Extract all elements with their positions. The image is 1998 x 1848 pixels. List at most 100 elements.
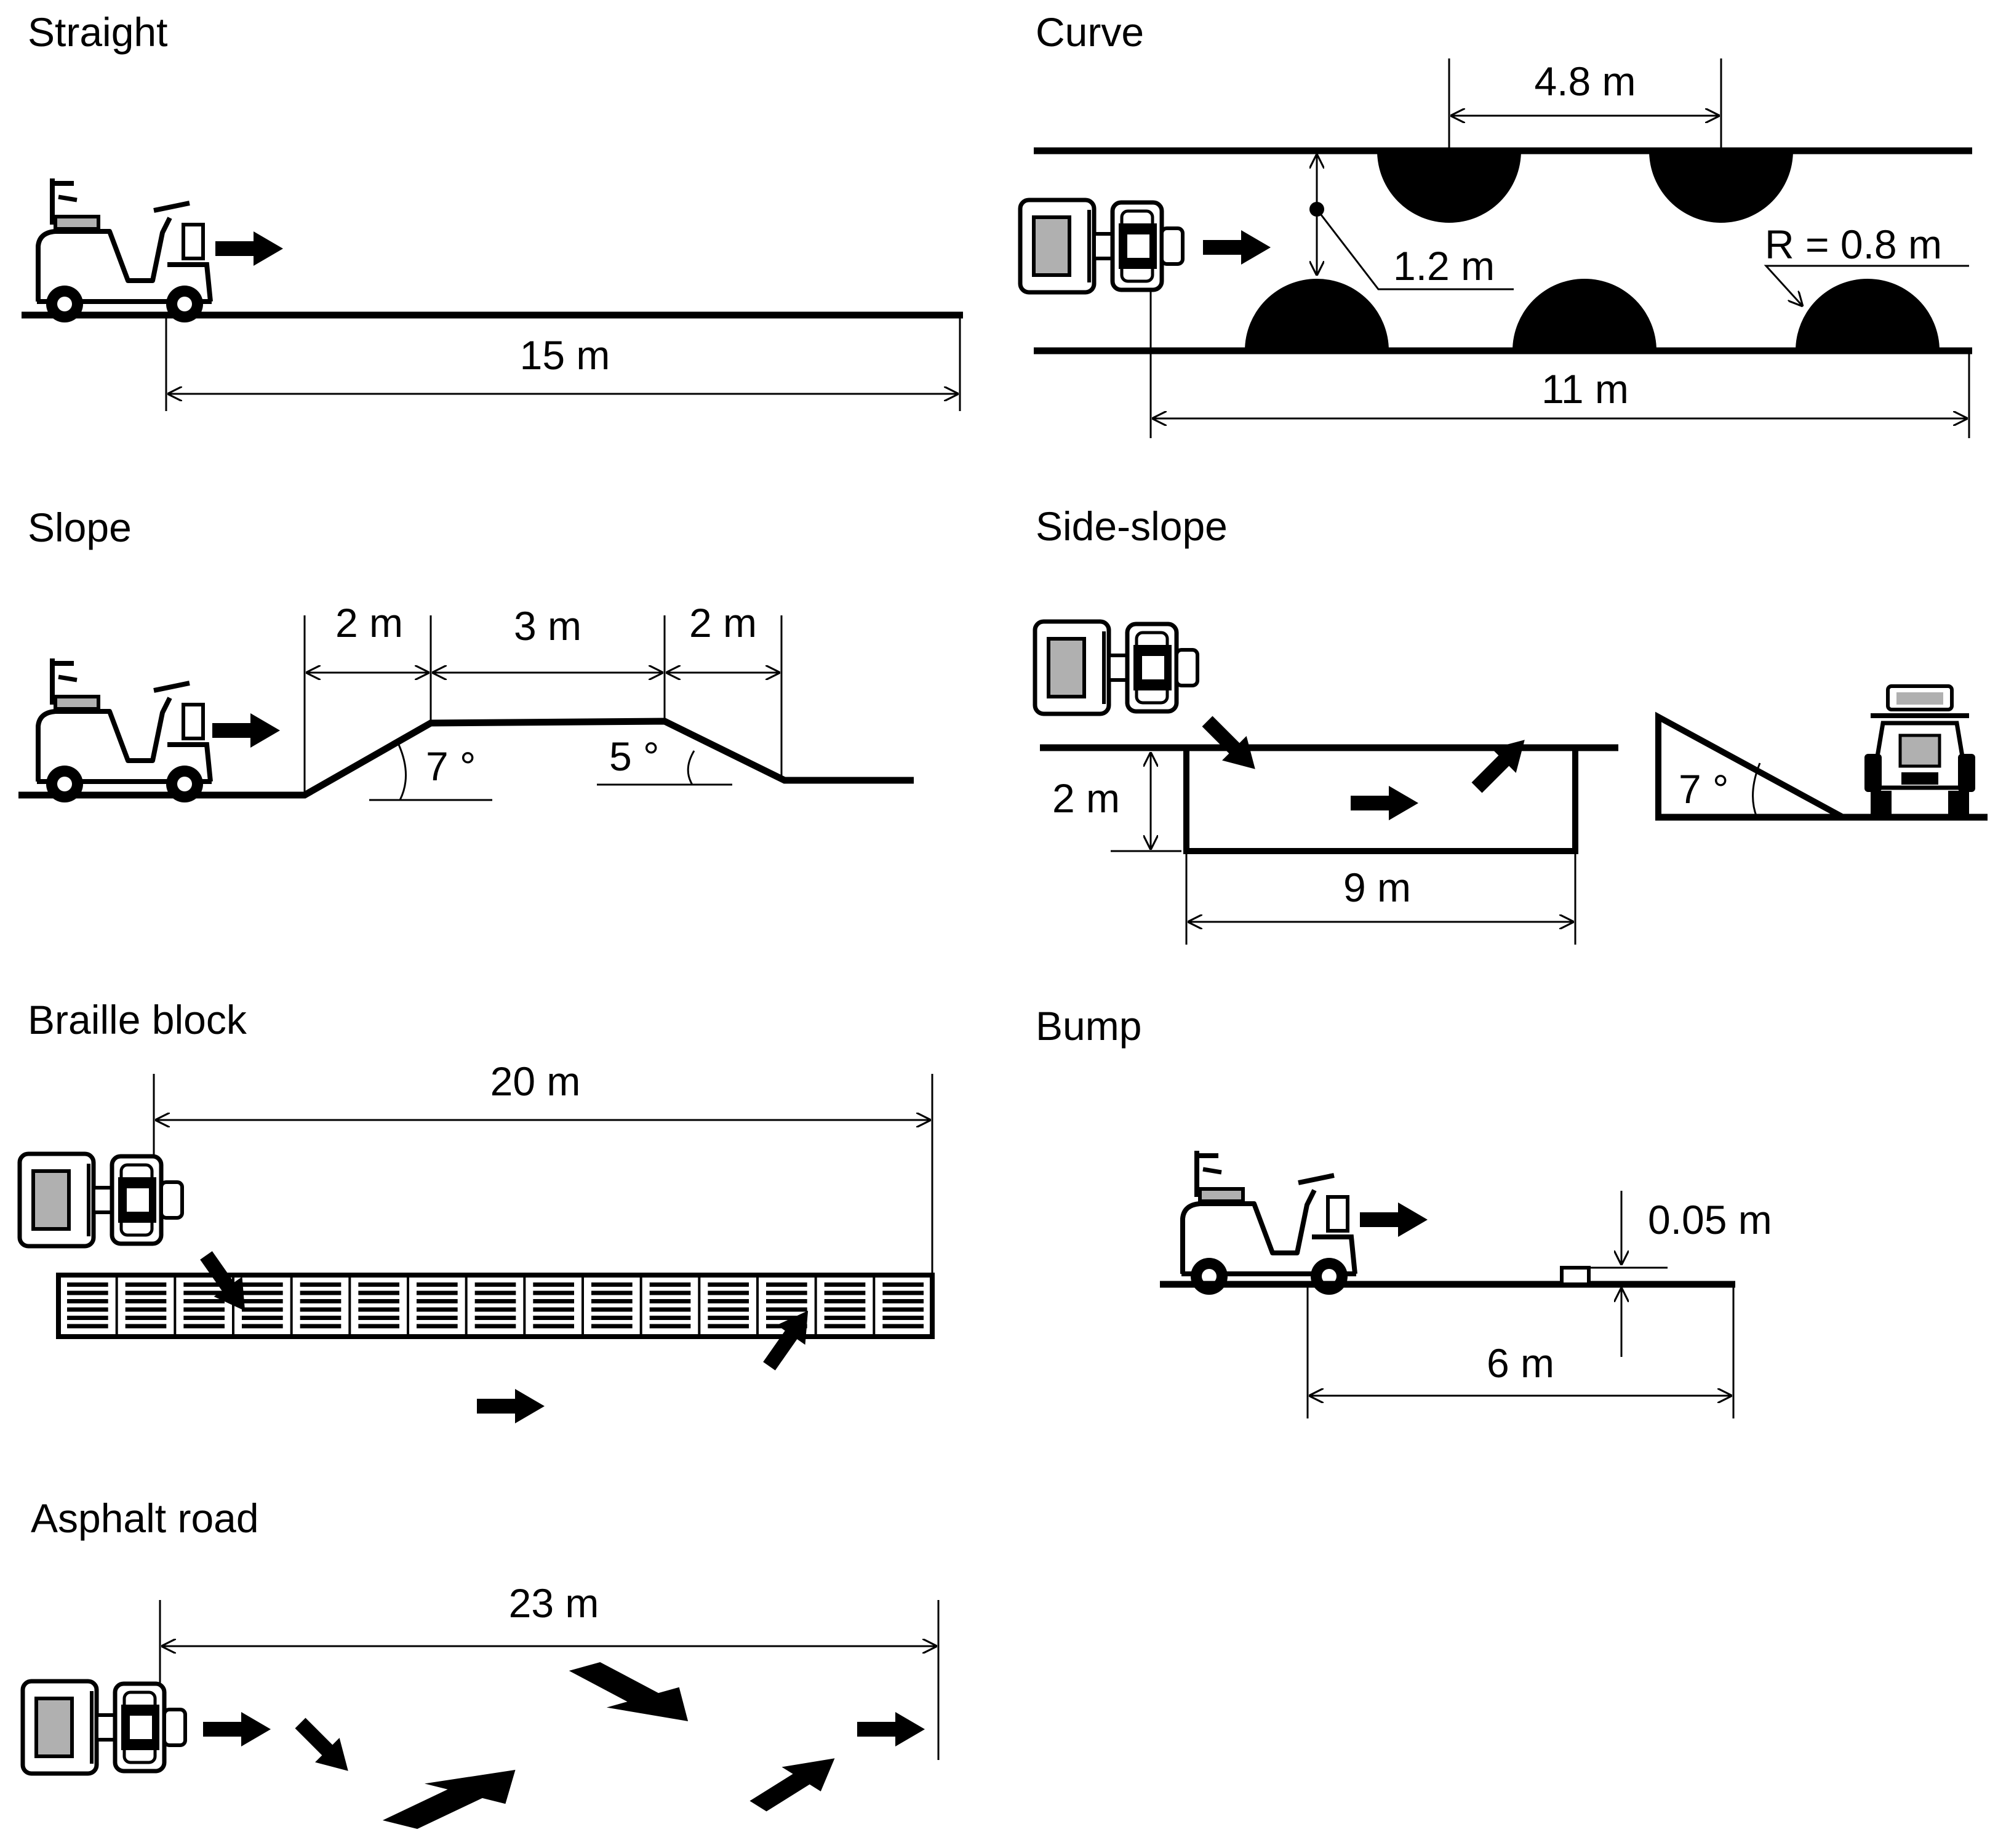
direction-arrow-icon	[359, 1759, 556, 1835]
panel-title: Curve	[1036, 9, 1144, 55]
braille-bar	[183, 1282, 225, 1287]
braille-bar	[67, 1290, 108, 1295]
length-label: 6 m	[1487, 1340, 1554, 1386]
braille-bar	[67, 1316, 108, 1320]
panel-asphalt-road: Asphalt road 23 m	[23, 1495, 940, 1835]
braille-bar	[300, 1299, 342, 1303]
braille-bar	[125, 1290, 167, 1295]
braille-bar	[183, 1307, 225, 1312]
braille-bar	[474, 1299, 516, 1303]
braille-bar	[708, 1316, 749, 1320]
panel-title: Side-slope	[1036, 503, 1228, 549]
braille-bar	[474, 1316, 516, 1320]
direction-arrow-icon	[212, 713, 280, 748]
panel-side-slope: Side-slope 2 m 9 m 7 °	[1035, 503, 1988, 945]
gap-label: 1.2 m	[1393, 243, 1495, 289]
braille-bar	[358, 1307, 399, 1312]
braille-bar	[183, 1316, 225, 1320]
braille-bar	[591, 1307, 633, 1312]
braille-bar	[242, 1324, 283, 1329]
direction-arrow-icon	[203, 1712, 271, 1746]
braille-bar	[358, 1299, 399, 1303]
direction-arrow-icon	[1203, 230, 1271, 265]
direction-arrow-icon	[1351, 786, 1418, 820]
direction-arrow-icon	[288, 1711, 361, 1783]
panel-curve: Curve 4.8 m 1.2 m R = 0.8 m 11 m	[1020, 9, 1972, 438]
direction-arrow-icon	[1360, 1202, 1428, 1237]
scooter-side-icon	[37, 658, 212, 802]
braille-bar	[242, 1290, 283, 1295]
braille-bar	[533, 1307, 574, 1312]
braille-bar	[824, 1307, 866, 1312]
obstacle-semicircle	[1512, 279, 1656, 351]
braille-bar	[300, 1290, 342, 1295]
radius-label: R = 0.8 m	[1765, 222, 1942, 267]
braille-bar	[649, 1299, 691, 1303]
panel-title: Asphalt road	[31, 1495, 259, 1541]
panel-title: Bump	[1036, 1003, 1141, 1049]
braille-bar	[766, 1282, 807, 1287]
braille-bar	[242, 1282, 283, 1287]
scooter-top-icon	[20, 1154, 182, 1246]
scooter-top-icon	[23, 1681, 185, 1774]
obstacle-semicircle	[1377, 151, 1521, 223]
direction-arrow-icon	[738, 1746, 855, 1818]
scooter-side-icon	[1181, 1151, 1356, 1295]
braille-bar	[67, 1299, 108, 1303]
braille-bar	[474, 1324, 516, 1329]
braille-bar	[766, 1290, 807, 1295]
angle-arc	[687, 750, 695, 785]
direction-arrow-icon	[477, 1389, 545, 1423]
panel-straight: Straight 15 m	[22, 9, 963, 411]
braille-bar	[125, 1307, 167, 1312]
obstacle-semicircle	[1649, 151, 1793, 223]
braille-bar	[649, 1307, 691, 1312]
slope-profile	[18, 718, 914, 799]
bump-block	[1560, 1266, 1591, 1286]
braille-bar	[708, 1324, 749, 1329]
braille-bar	[67, 1307, 108, 1312]
braille-bar	[591, 1316, 633, 1320]
spacing-label: 4.8 m	[1534, 58, 1636, 104]
braille-bar	[882, 1307, 924, 1312]
angle-arc	[1752, 762, 1761, 818]
braille-bar	[474, 1282, 516, 1287]
scooter-top-icon	[1035, 622, 1197, 714]
panel-title: Straight	[28, 9, 167, 55]
length-label: 11 m	[1541, 366, 1629, 412]
braille-bar	[183, 1324, 225, 1329]
height-label: 0.05 m	[1648, 1197, 1772, 1242]
braille-bar	[125, 1324, 167, 1329]
angle-arc	[398, 744, 407, 801]
braille-bar	[533, 1324, 574, 1329]
braille-bar	[358, 1290, 399, 1295]
braille-bar	[183, 1290, 225, 1295]
braille-bar	[533, 1290, 574, 1295]
segment-label: 2 m	[689, 600, 757, 646]
braille-bar	[708, 1290, 749, 1295]
braille-bar	[708, 1307, 749, 1312]
braille-bar	[882, 1282, 924, 1287]
braille-bar	[591, 1282, 633, 1287]
braille-bar	[591, 1290, 633, 1295]
braille-bar	[67, 1282, 108, 1287]
panel-title: Slope	[28, 505, 132, 550]
braille-bar	[533, 1282, 574, 1287]
braille-bar	[766, 1316, 807, 1320]
braille-bar	[882, 1316, 924, 1320]
braille-bar	[882, 1324, 924, 1329]
leader-line	[1316, 209, 1514, 290]
leader-line	[1764, 265, 1969, 306]
braille-bar	[358, 1316, 399, 1320]
braille-bar	[417, 1307, 458, 1312]
braille-bar	[649, 1282, 691, 1287]
obstacle-semicircle	[1245, 279, 1389, 351]
braille-bar	[474, 1307, 516, 1312]
braille-bar	[242, 1299, 283, 1303]
panel-slope: Slope 2 m 3 m 2 m 7 ° 5 °	[18, 505, 914, 802]
length-label: 20 m	[490, 1058, 581, 1104]
width-label: 2 m	[1052, 775, 1120, 821]
braille-bar	[358, 1324, 399, 1329]
direction-arrow-icon	[1465, 727, 1537, 800]
